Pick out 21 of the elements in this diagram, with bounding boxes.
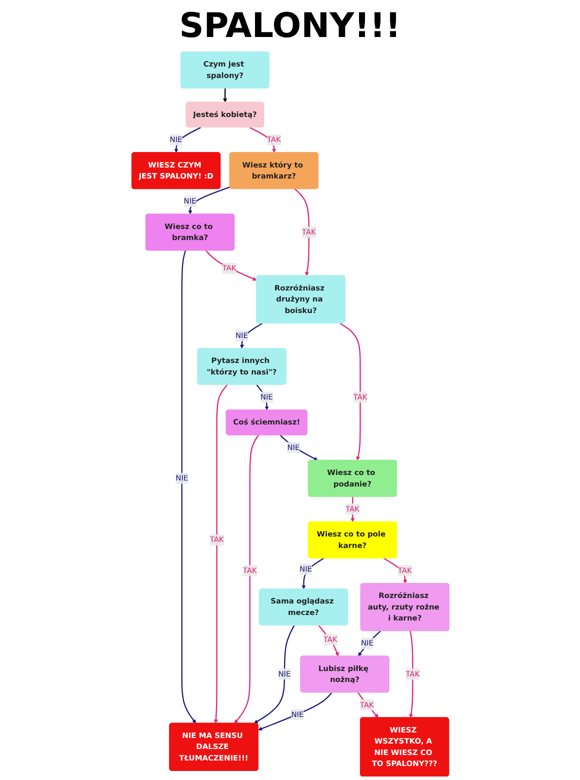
arrow <box>357 692 378 718</box>
arrow <box>256 384 268 410</box>
arrow <box>248 126 276 153</box>
arrow <box>180 250 196 724</box>
arrow <box>339 322 360 461</box>
arrow <box>222 88 227 102</box>
arrow <box>213 384 228 724</box>
arrow <box>279 434 318 461</box>
arrow <box>234 434 258 724</box>
arrow <box>408 630 413 718</box>
arrow <box>382 558 407 584</box>
title: SPALONY!!! <box>179 6 401 46</box>
arrow <box>301 558 324 590</box>
arrow <box>253 625 294 724</box>
arrow <box>174 126 201 153</box>
arrow <box>258 692 332 731</box>
arrow <box>205 250 256 281</box>
arrow <box>318 625 338 656</box>
arrow <box>188 186 230 214</box>
arrow <box>294 188 309 276</box>
arrow <box>358 630 380 656</box>
